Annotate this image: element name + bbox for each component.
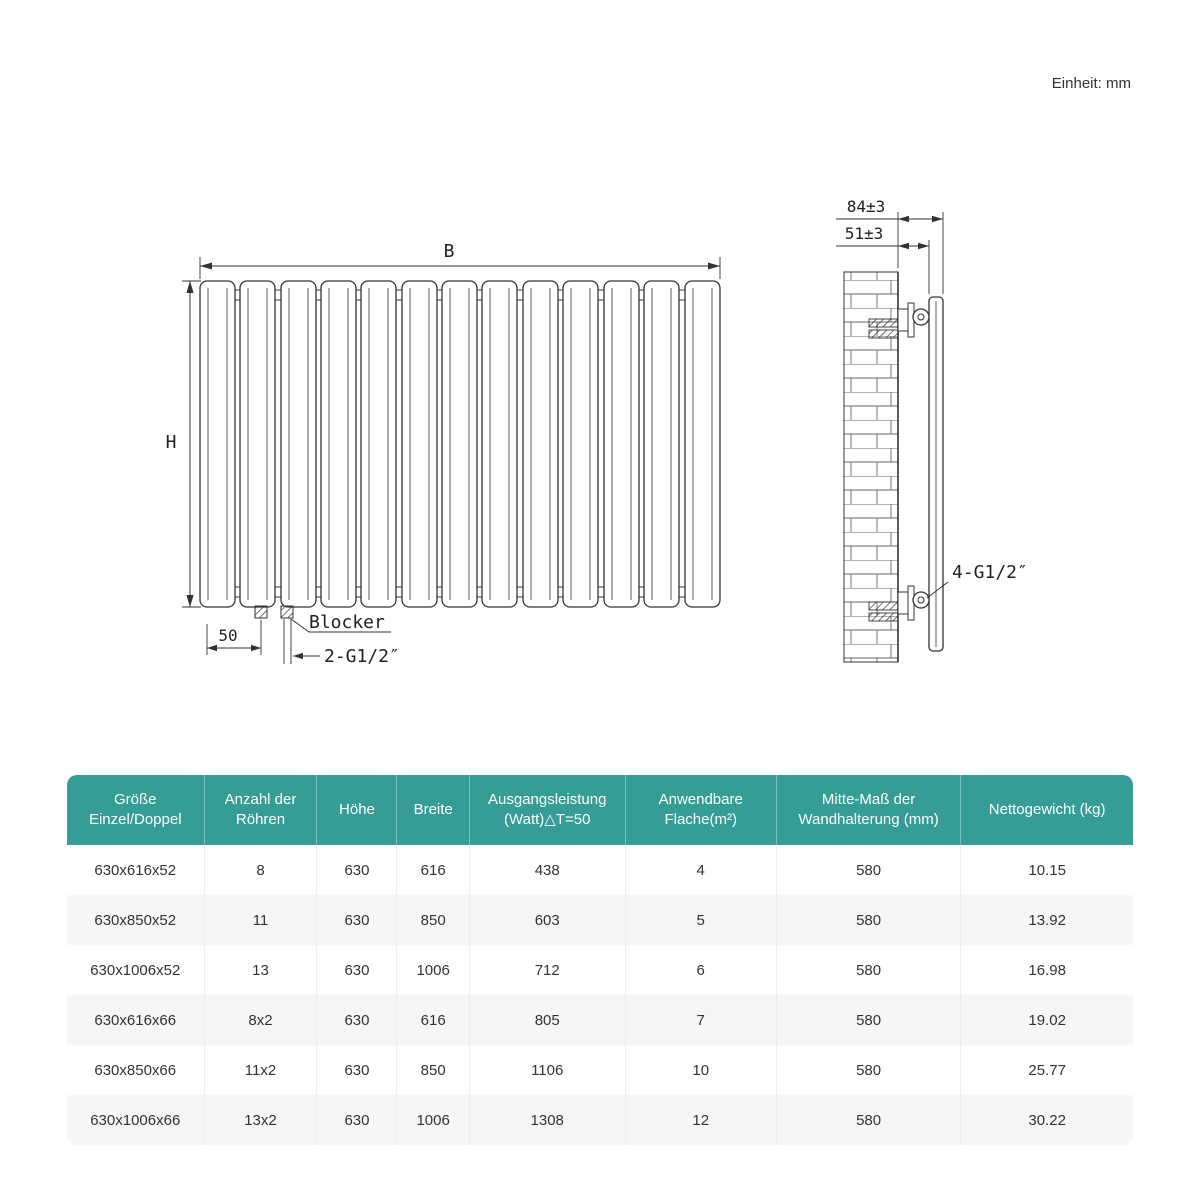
side-connection-label: 4-G1/2″ bbox=[952, 562, 1028, 583]
column-header: Größe Einzel/Doppel bbox=[67, 775, 205, 845]
dimension-height-H: H bbox=[166, 280, 201, 608]
table-cell: 6 bbox=[625, 945, 777, 995]
table-cell: 5 bbox=[625, 895, 777, 945]
table-cell: 1006 bbox=[397, 945, 470, 995]
dim-width-label: B bbox=[444, 241, 455, 262]
table-cell: 1308 bbox=[469, 1095, 626, 1145]
column-header: Höhe bbox=[317, 775, 398, 845]
table-cell: 630 bbox=[317, 945, 398, 995]
table-cell: 630x1006x52 bbox=[67, 945, 205, 995]
column-header: Anwendbare Flache(m²) bbox=[625, 775, 777, 845]
table-cell: 850 bbox=[397, 1045, 470, 1095]
dim-wall-distance-label: 51±3 bbox=[845, 224, 884, 243]
dim-depth-outer-label: 84±3 bbox=[847, 197, 886, 216]
wall-bracket-top bbox=[868, 302, 930, 339]
radiator-front-view: B H 50 bbox=[166, 241, 721, 667]
dimension-width-B: B bbox=[199, 241, 721, 279]
table-cell: 630 bbox=[317, 845, 398, 895]
column-header: Ausgangsleistung (Watt)△T=50 bbox=[469, 775, 626, 845]
table-cell: 580 bbox=[776, 845, 962, 895]
front-valve-detail bbox=[254, 605, 294, 619]
table-cell: 630 bbox=[317, 895, 398, 945]
table-cell: 630x616x66 bbox=[67, 995, 205, 1045]
dim-offset-label: 50 bbox=[218, 626, 237, 645]
column-header: Anzahl der Röhren bbox=[204, 775, 318, 845]
table-cell: 630 bbox=[317, 1095, 398, 1145]
table-cell: 10.15 bbox=[961, 845, 1133, 895]
table-cell: 4 bbox=[625, 845, 777, 895]
dimension-offset-50: 50 bbox=[206, 620, 262, 655]
table-cell: 8 bbox=[204, 845, 318, 895]
table-cell: 1006 bbox=[397, 1095, 470, 1145]
table-cell: 616 bbox=[397, 845, 470, 895]
front-connection-callout: 2-G1/2″ bbox=[283, 619, 400, 667]
table-cell: 616 bbox=[397, 995, 470, 1045]
table-cell: 10 bbox=[625, 1045, 777, 1095]
table-cell: 850 bbox=[397, 895, 470, 945]
table-cell: 13 bbox=[204, 945, 318, 995]
dim-height-label: H bbox=[166, 432, 177, 453]
table-cell: 630 bbox=[317, 995, 398, 1045]
table-cell: 580 bbox=[776, 1095, 962, 1145]
table-cell: 8x2 bbox=[204, 995, 318, 1045]
table-cell: 712 bbox=[469, 945, 626, 995]
table-cell: 630 bbox=[317, 1045, 398, 1095]
table-cell: 25.77 bbox=[961, 1045, 1133, 1095]
table-cell: 12 bbox=[625, 1095, 777, 1145]
table-cell: 16.98 bbox=[961, 945, 1133, 995]
table-cell: 630x850x52 bbox=[67, 895, 205, 945]
table-cell: 630x616x52 bbox=[67, 845, 205, 895]
table-cell: 630x1006x66 bbox=[67, 1095, 205, 1145]
table-cell: 7 bbox=[625, 995, 777, 1045]
technical-drawing: B H 50 bbox=[166, 197, 1028, 667]
radiator-side-view: 84±3 51±3 4-G1/2″ bbox=[836, 197, 1028, 663]
table-cell: 13x2 bbox=[204, 1095, 318, 1145]
table-cell: 13.92 bbox=[961, 895, 1133, 945]
front-connection-label: 2-G1/2″ bbox=[324, 646, 400, 667]
table-cell: 19.02 bbox=[961, 995, 1133, 1045]
table-cell: 603 bbox=[469, 895, 626, 945]
table-cell: 30.22 bbox=[961, 1095, 1133, 1145]
blocker-callout: Blocker bbox=[290, 612, 391, 633]
column-header: Nettogewicht (kg) bbox=[961, 775, 1133, 845]
table-cell: 580 bbox=[776, 945, 962, 995]
table-cell: 11x2 bbox=[204, 1045, 318, 1095]
blocker-label: Blocker bbox=[309, 612, 385, 633]
table-cell: 580 bbox=[776, 1045, 962, 1095]
table-cell: 630x850x66 bbox=[67, 1045, 205, 1095]
column-header: Breite bbox=[397, 775, 470, 845]
dimension-depth-84: 84±3 bbox=[836, 197, 944, 294]
dimension-depth-51: 51±3 bbox=[836, 224, 930, 294]
column-header: Mitte-Maß der Wandhalterung (mm) bbox=[776, 775, 962, 845]
wall-bracket-bottom bbox=[868, 585, 930, 622]
table-cell: 805 bbox=[469, 995, 626, 1045]
side-connection-callout: 4-G1/2″ bbox=[926, 562, 1028, 599]
front-panels bbox=[199, 280, 721, 608]
table-cell: 1106 bbox=[469, 1045, 626, 1095]
table-cell: 580 bbox=[776, 995, 962, 1045]
table-cell: 11 bbox=[204, 895, 318, 945]
table-cell: 438 bbox=[469, 845, 626, 895]
unit-label: Einheit: mm bbox=[1051, 75, 1131, 92]
table-cell: 580 bbox=[776, 895, 962, 945]
